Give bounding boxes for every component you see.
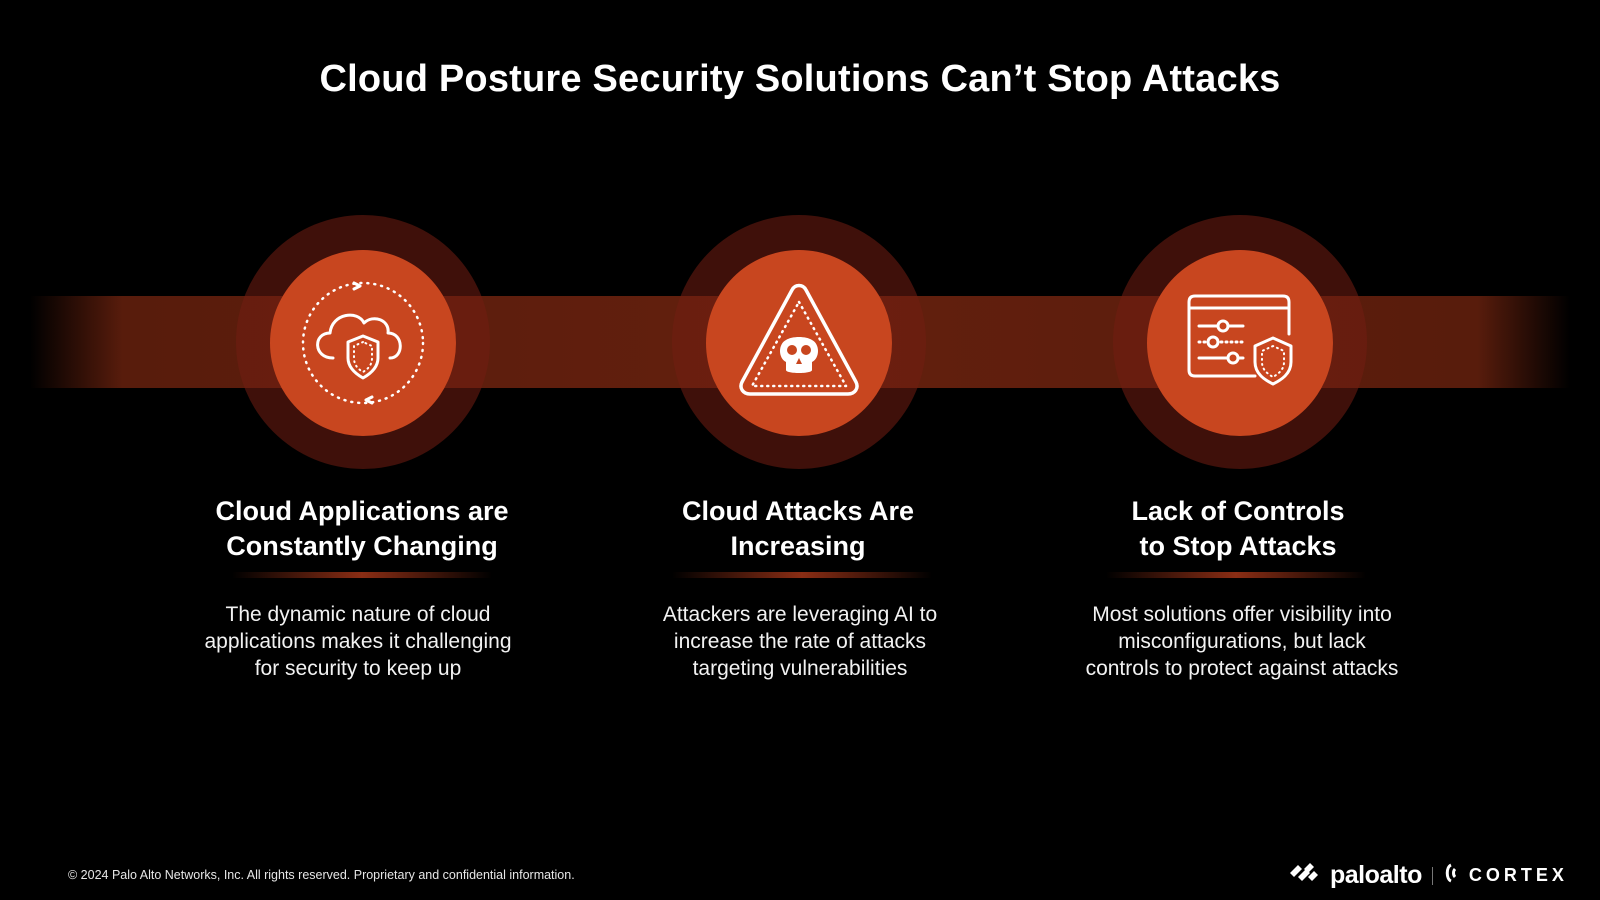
column-body-2: Attackers are leveraging AI to increase … <box>580 601 1020 682</box>
body-line: Most solutions offer visibility into <box>1092 603 1392 626</box>
body-line: controls to protect against attacks <box>1085 657 1399 680</box>
body-line: misconfigurations, but lack <box>1118 630 1366 653</box>
body-line: The dynamic nature of cloud <box>225 603 491 626</box>
body-line: for security to keep up <box>254 657 462 680</box>
column-heading-2: Cloud Attacks Are Increasing <box>578 494 1018 564</box>
logo-separator <box>1431 866 1433 885</box>
heading-line: Lack of Controls <box>1131 496 1345 526</box>
paloalto-logo-icon <box>1288 863 1320 888</box>
cortex-logo-icon <box>1443 863 1459 888</box>
body-line: increase the rate of attacks <box>673 630 927 653</box>
column-body-1: The dynamic nature of cloud applications… <box>138 601 578 682</box>
paloalto-wordmark: paloalto <box>1330 861 1422 889</box>
body-line: targeting vulnerabilities <box>692 657 908 680</box>
heading-line: Constantly Changing <box>226 531 498 561</box>
heading-line: Increasing <box>730 531 866 561</box>
heading-line: Cloud Applications are <box>215 496 509 526</box>
divider <box>232 572 492 578</box>
copyright-footer: © 2024 Palo Alto Networks, Inc. All righ… <box>68 868 575 882</box>
heading-line: Cloud Attacks Are <box>681 496 915 526</box>
divider <box>1106 572 1366 578</box>
heading-line: to Stop Attacks <box>1139 531 1337 561</box>
divider <box>672 572 932 578</box>
warning-skull-icon <box>706 250 892 436</box>
body-line: Attackers are leveraging AI to <box>662 603 938 626</box>
controls-shield-icon <box>1147 250 1333 436</box>
column-heading-3: Lack of Controls to Stop Attacks <box>1018 494 1458 564</box>
body-line: applications makes it challenging <box>204 630 512 653</box>
column-heading-1: Cloud Applications are Constantly Changi… <box>142 494 582 564</box>
column-body-3: Most solutions offer visibility into mis… <box>1022 601 1462 682</box>
page-title: Cloud Posture Security Solutions Can’t S… <box>319 58 1281 100</box>
brand-logos: paloalto CORTEX <box>1288 861 1568 890</box>
cortex-wordmark: CORTEX <box>1468 865 1568 885</box>
cloud-shield-cycle-icon <box>270 250 456 436</box>
